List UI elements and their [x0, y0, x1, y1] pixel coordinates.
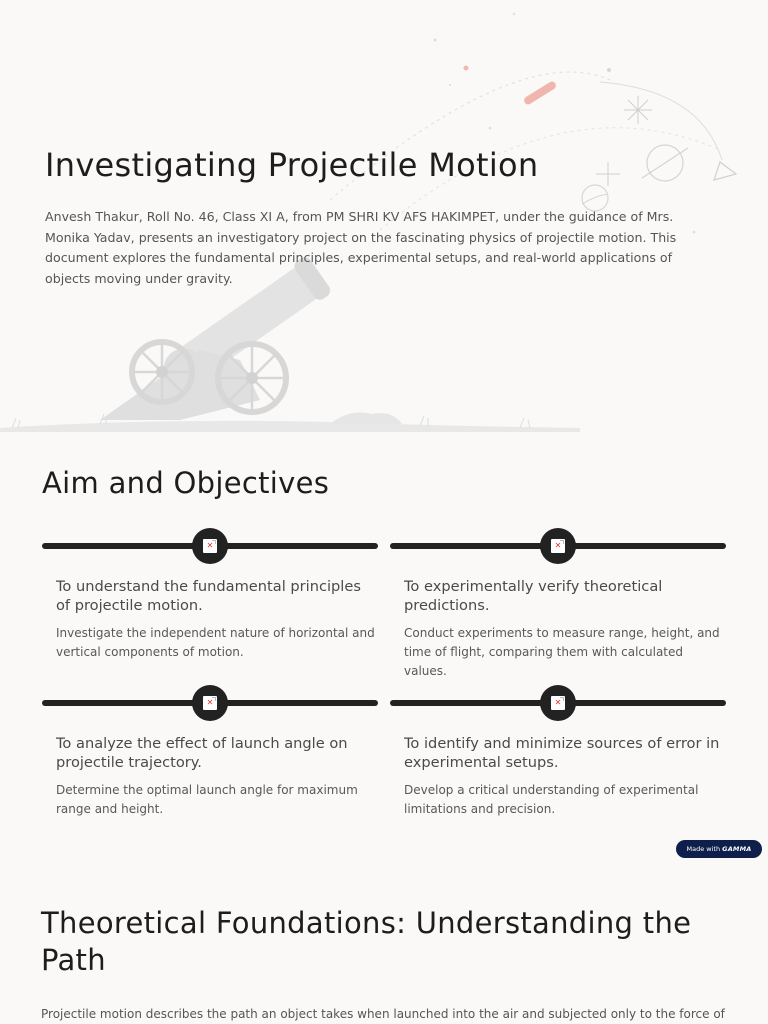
gamma-logo: GAMMA	[722, 845, 752, 853]
objective-badge: ✕	[192, 685, 228, 721]
made-with-gamma-badge[interactable]: Made with GAMMA	[676, 840, 762, 858]
objective-heading: To analyze the effect of launch angle on…	[56, 735, 348, 771]
broken-image-icon: ✕	[551, 696, 565, 710]
theory-section-title: Theoretical Foundations: Understanding t…	[41, 906, 692, 977]
objective-heading: To identify and minimize sources of erro…	[404, 735, 720, 771]
hero-title: Investigating Projectile Motion	[45, 146, 539, 184]
objective-description: Investigate the independent nature of ho…	[56, 626, 375, 659]
aim-section-title: Aim and Objectives	[42, 466, 330, 500]
hero-section: Investigating Projectile Motion Anvesh T…	[0, 0, 768, 432]
objective-description: Conduct experiments to measure range, he…	[404, 626, 720, 678]
cannon-illustration	[0, 12, 738, 432]
broken-image-icon: ✕	[551, 539, 565, 553]
objective-badge: ✕	[540, 528, 576, 564]
hero-description: Anvesh Thakur, Roll No. 46, Class XI A, …	[45, 209, 677, 286]
objective-badge: ✕	[192, 528, 228, 564]
broken-image-icon: ✕	[203, 696, 217, 710]
broken-image-icon: ✕	[203, 539, 217, 553]
objective-description: Determine the optimal launch angle for m…	[56, 783, 358, 816]
theory-paragraph: Projectile motion describes the path an …	[41, 1007, 725, 1021]
badge-prefix: Made with	[686, 845, 721, 853]
objective-description: Develop a critical understanding of expe…	[404, 783, 699, 816]
objective-heading: To understand the fundamental principles…	[56, 578, 361, 614]
objective-badge: ✕	[540, 685, 576, 721]
objective-heading: To experimentally verify theoretical pre…	[404, 578, 663, 614]
